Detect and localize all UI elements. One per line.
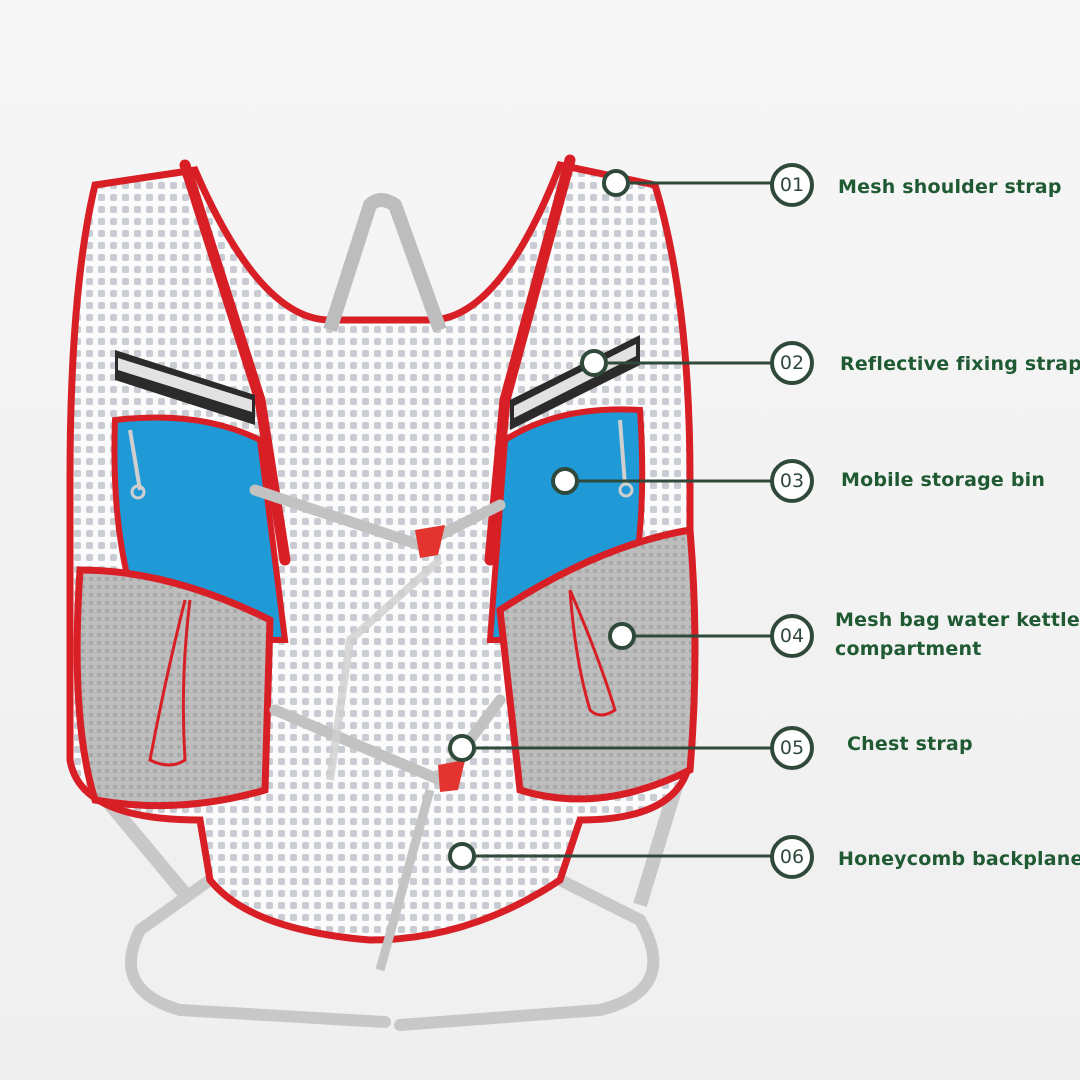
callout-number-06: 06 bbox=[780, 846, 804, 868]
bottom-strap bbox=[125, 874, 391, 1028]
callout-label-honeycomb-backplane: Honeycomb backplane bbox=[838, 848, 1080, 870]
callout-label-chest-strap: Chest strap bbox=[847, 733, 973, 755]
callout-label-reflective-fixing-strap: Reflective fixing strap bbox=[840, 353, 1080, 375]
callout-lines bbox=[476, 181, 772, 858]
callout-number-04: 04 bbox=[780, 625, 804, 647]
bottle-pocket-left bbox=[73, 566, 274, 810]
callout-label-mobile-storage-bin: Mobile storage bin bbox=[841, 469, 1046, 491]
chest-buckle-lower bbox=[438, 760, 465, 792]
carry-handle bbox=[323, 193, 447, 333]
callout-label-mesh-shoulder-strap: Mesh shoulder strap bbox=[838, 176, 1062, 198]
callout-number-01: 01 bbox=[780, 174, 804, 196]
callout-number-05: 05 bbox=[780, 737, 804, 759]
left-shoulder-strap bbox=[179, 159, 291, 566]
callout-number-02: 02 bbox=[780, 352, 804, 374]
bottle-pocket-right bbox=[496, 525, 699, 803]
callout-point-markers bbox=[448, 169, 636, 870]
callout-label-mesh-bag-line2: compartment bbox=[835, 638, 982, 660]
callout-number-03: 03 bbox=[780, 470, 804, 492]
callout-number-badges bbox=[770, 163, 814, 879]
chest-buckle-upper bbox=[415, 525, 445, 558]
callout-label-mesh-bag-line1: Mesh bag water kettle bbox=[835, 609, 1080, 631]
